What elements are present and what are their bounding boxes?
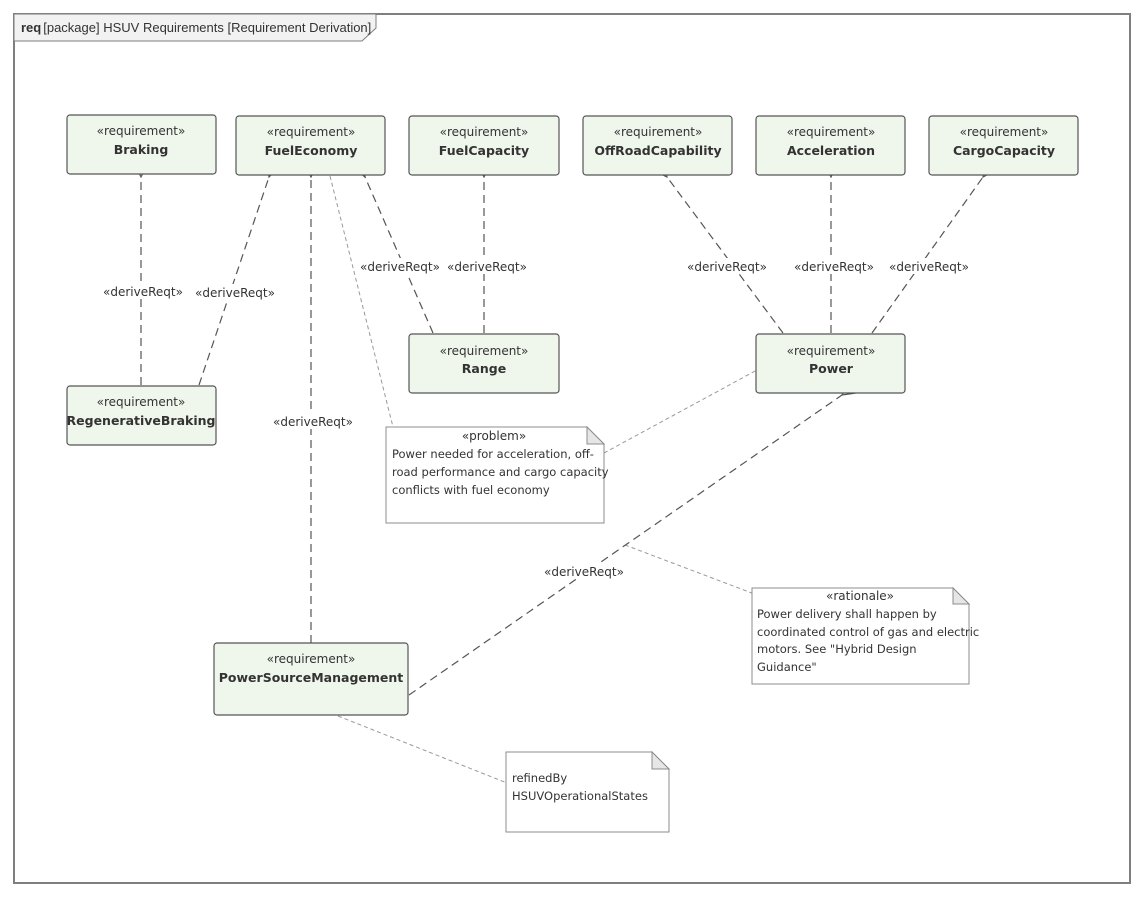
requirement-stereotype: «requirement» (960, 125, 1049, 139)
refined-anchor (337, 715, 508, 784)
requirement-stereotype: «requirement» (97, 124, 186, 138)
requirement-range[interactable]: «requirement» Range (408, 333, 560, 394)
label-bg (888, 258, 968, 274)
requirement-fueleconomy[interactable]: «requirement» FuelEconomy (235, 115, 386, 176)
label-power-acceleration: «deriveReqt» (794, 260, 874, 274)
label-bg (446, 258, 526, 274)
requirement-stereotype: «requirement» (97, 395, 186, 409)
frame-header-tab (13, 13, 377, 42)
note-line: refinedBy (512, 771, 567, 785)
frame-title: req[package] HSUV Requirements [Requirem… (21, 20, 371, 35)
requirement-name: Power (809, 361, 854, 376)
derive-power-cargocapacity[interactable] (871, 177, 983, 334)
requirement-fuelcapacity[interactable]: «requirement» FuelCapacity (408, 115, 560, 176)
note-problem[interactable]: «problem» Power needed for acceleration,… (385, 425, 609, 524)
edge-labels: «deriveReqt» «deriveReqt» «deriveReqt» «… (102, 258, 969, 579)
derive-power-offroadcapability[interactable] (667, 177, 784, 334)
requirement-powersourcemanagement[interactable]: «requirement» PowerSourceManagement (213, 642, 409, 716)
note-line: coordinated control of gas and electric (757, 625, 979, 639)
requirement-name: PowerSourceManagement (219, 670, 404, 685)
derive-regenerativebraking-fueleconomy[interactable] (198, 177, 269, 386)
label-bg (359, 258, 439, 274)
requirement-regenerativebraking[interactable]: «requirement» RegenerativeBraking (66, 385, 217, 446)
label-bg (194, 284, 274, 300)
requirement-name: Braking (114, 142, 169, 157)
note-line: conflicts with fuel economy (392, 483, 550, 497)
note-line: Power delivery shall happen by (757, 607, 937, 621)
label-psm-fueleconomy: «deriveReqt» (273, 415, 353, 429)
rationale-anchor (624, 544, 758, 596)
problem-anchor-fueleconomy (329, 175, 394, 428)
label-power-offroad: «deriveReqt» (687, 260, 767, 274)
label-range-fuelcapacity: «deriveReqt» (447, 260, 527, 274)
frame-keyword: req (21, 20, 41, 35)
note-refinedby[interactable]: refinedBy HSUVOperationalStates (505, 750, 671, 833)
requirement-stereotype: «requirement» (440, 125, 529, 139)
requirement-name: OffRoadCapability (594, 143, 721, 158)
requirement-stereotype: «requirement» (787, 344, 876, 358)
frame-title-text: [package] HSUV Requirements [Requirement… (43, 20, 371, 35)
label-regen-braking: «deriveReqt» (103, 285, 183, 299)
label-bg (543, 563, 623, 579)
label-power-cargo: «deriveReqt» (889, 260, 969, 274)
note-line: road performance and cargo capacity (392, 465, 609, 479)
note-line: Power needed for acceleration, off- (392, 447, 594, 461)
requirement-name: CargoCapacity (953, 143, 1055, 158)
requirement-braking[interactable]: «requirement» Braking (66, 114, 217, 175)
label-psm-power: «deriveReqt» (544, 565, 624, 579)
derive-range-fueleconomy[interactable] (365, 177, 434, 334)
label-bg (272, 413, 352, 429)
requirement-power[interactable]: «requirement» Power (755, 333, 906, 394)
label-bg (687, 258, 767, 274)
requirement-offroadcapability[interactable]: «requirement» OffRoadCapability (582, 115, 733, 176)
label-range-fueleconomy: «deriveReqt» (360, 260, 440, 274)
requirement-name: FuelCapacity (439, 143, 529, 158)
derive-relationships (141, 177, 983, 696)
note-line: Guidance" (757, 660, 817, 674)
note-rationale[interactable]: «rationale» Power delivery shall happen … (751, 586, 979, 685)
requirement-name: Range (462, 361, 506, 376)
derive-powersourcemanagement-power[interactable] (408, 395, 842, 696)
note-line: HSUVOperationalStates (512, 789, 648, 803)
label-regen-fueleconomy: «deriveReqt» (195, 286, 275, 300)
requirement-stereotype: «requirement» (440, 344, 529, 358)
note-stereotype: «rationale» (826, 589, 894, 603)
requirement-name: Acceleration (787, 143, 875, 158)
label-bg (102, 283, 182, 299)
note-anchors (329, 175, 758, 784)
requirement-name: RegenerativeBraking (67, 413, 216, 428)
note-stereotype: «problem» (462, 429, 526, 443)
requirement-stereotype: «requirement» (787, 125, 876, 139)
requirement-stereotype: «requirement» (267, 125, 356, 139)
requirement-acceleration[interactable]: «requirement» Acceleration (755, 115, 906, 176)
requirement-stereotype: «requirement» (267, 652, 356, 666)
requirement-stereotype: «requirement» (614, 125, 703, 139)
requirement-cargocapacity[interactable]: «requirement» CargoCapacity (928, 115, 1079, 176)
problem-anchor-power (603, 369, 758, 454)
note-line: motors. See "Hybrid Design (757, 642, 917, 656)
requirement-name: FuelEconomy (265, 143, 358, 158)
label-bg (793, 258, 873, 274)
